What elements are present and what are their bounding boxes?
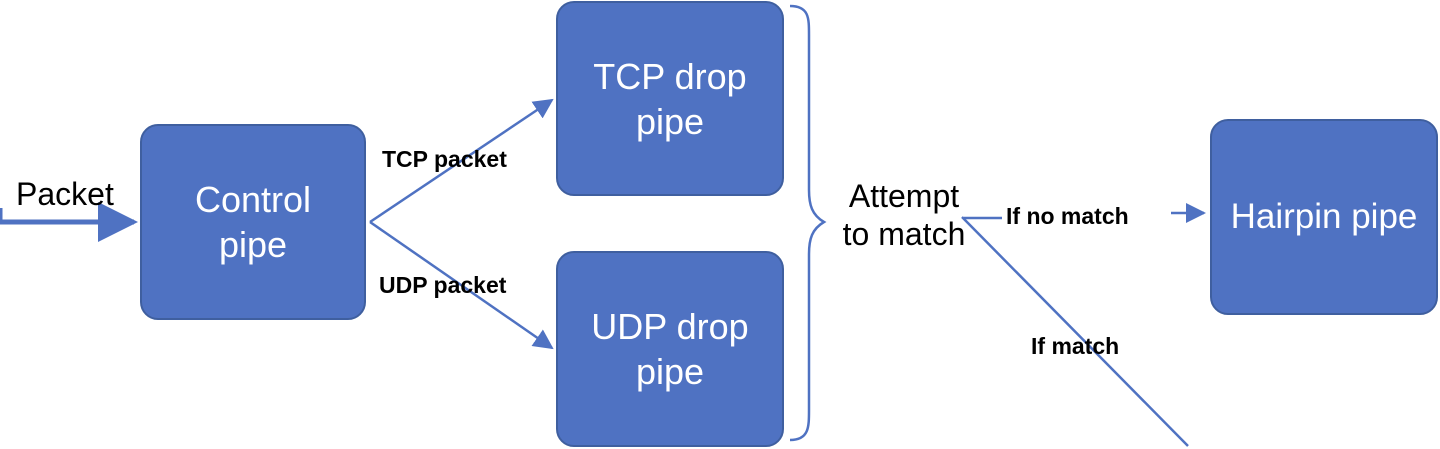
match-branch-line [961, 216, 1189, 447]
hairpin-pipe-node[interactable]: Hairpin pipe [1210, 119, 1438, 315]
if-match-label: If match [1031, 333, 1120, 359]
tcp-packet-label: TCP packet [382, 146, 507, 172]
grouping-brace [789, 4, 827, 442]
attempt-to-match-label: Attempt to match [842, 178, 966, 253]
packet-input-arrow [0, 202, 138, 242]
packet-label: Packet [16, 176, 114, 212]
control-pipe-node[interactable]: Control pipe [140, 124, 366, 320]
if-no-match-label: If no match [1006, 203, 1129, 229]
udp-packet-label: UDP packet [379, 272, 507, 298]
attempt-to-hairpin-connector [964, 213, 1204, 218]
udp-drop-pipe-node[interactable]: UDP drop pipe [556, 251, 784, 447]
control-to-udp-connector [369, 220, 554, 350]
tcp-drop-pipe-node[interactable]: TCP drop pipe [556, 1, 784, 196]
control-to-tcp-connector [369, 98, 554, 224]
